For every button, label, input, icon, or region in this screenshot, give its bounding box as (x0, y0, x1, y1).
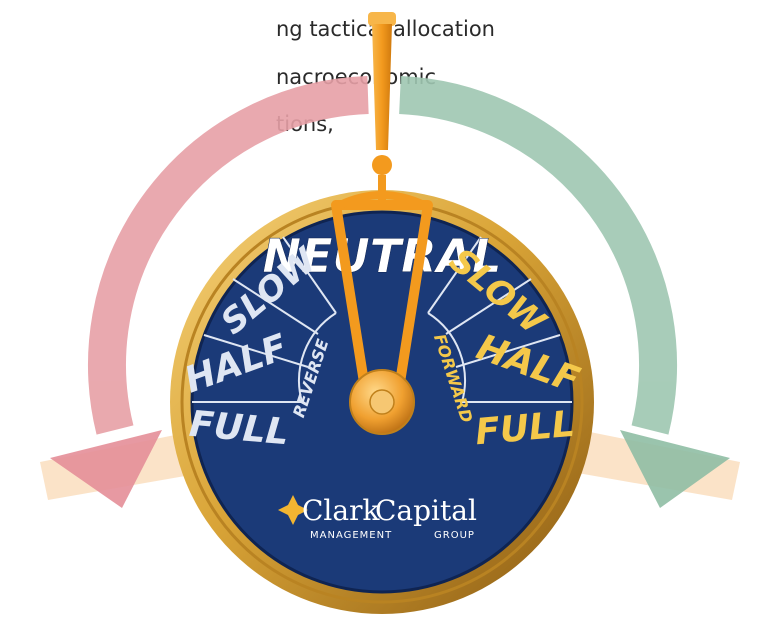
compass-star-icon (278, 495, 308, 525)
dial-segment-lines (192, 236, 572, 403)
reverse-full-label: FULL (188, 404, 291, 454)
clark-capital-logo: Clark Capital MANAGEMENT GROUP (278, 494, 477, 541)
logo-brand-a: Clark (302, 494, 380, 527)
logo-brand-b: Capital (375, 494, 477, 527)
green-arrow (399, 76, 730, 508)
forward-full-label: FULL (474, 404, 577, 454)
logo-tagline-right: GROUP (434, 530, 475, 541)
logo-tagline-left: MANAGEMENT (310, 530, 392, 541)
red-arrow (50, 76, 369, 508)
neutral-label: NEUTRAL (263, 229, 502, 283)
